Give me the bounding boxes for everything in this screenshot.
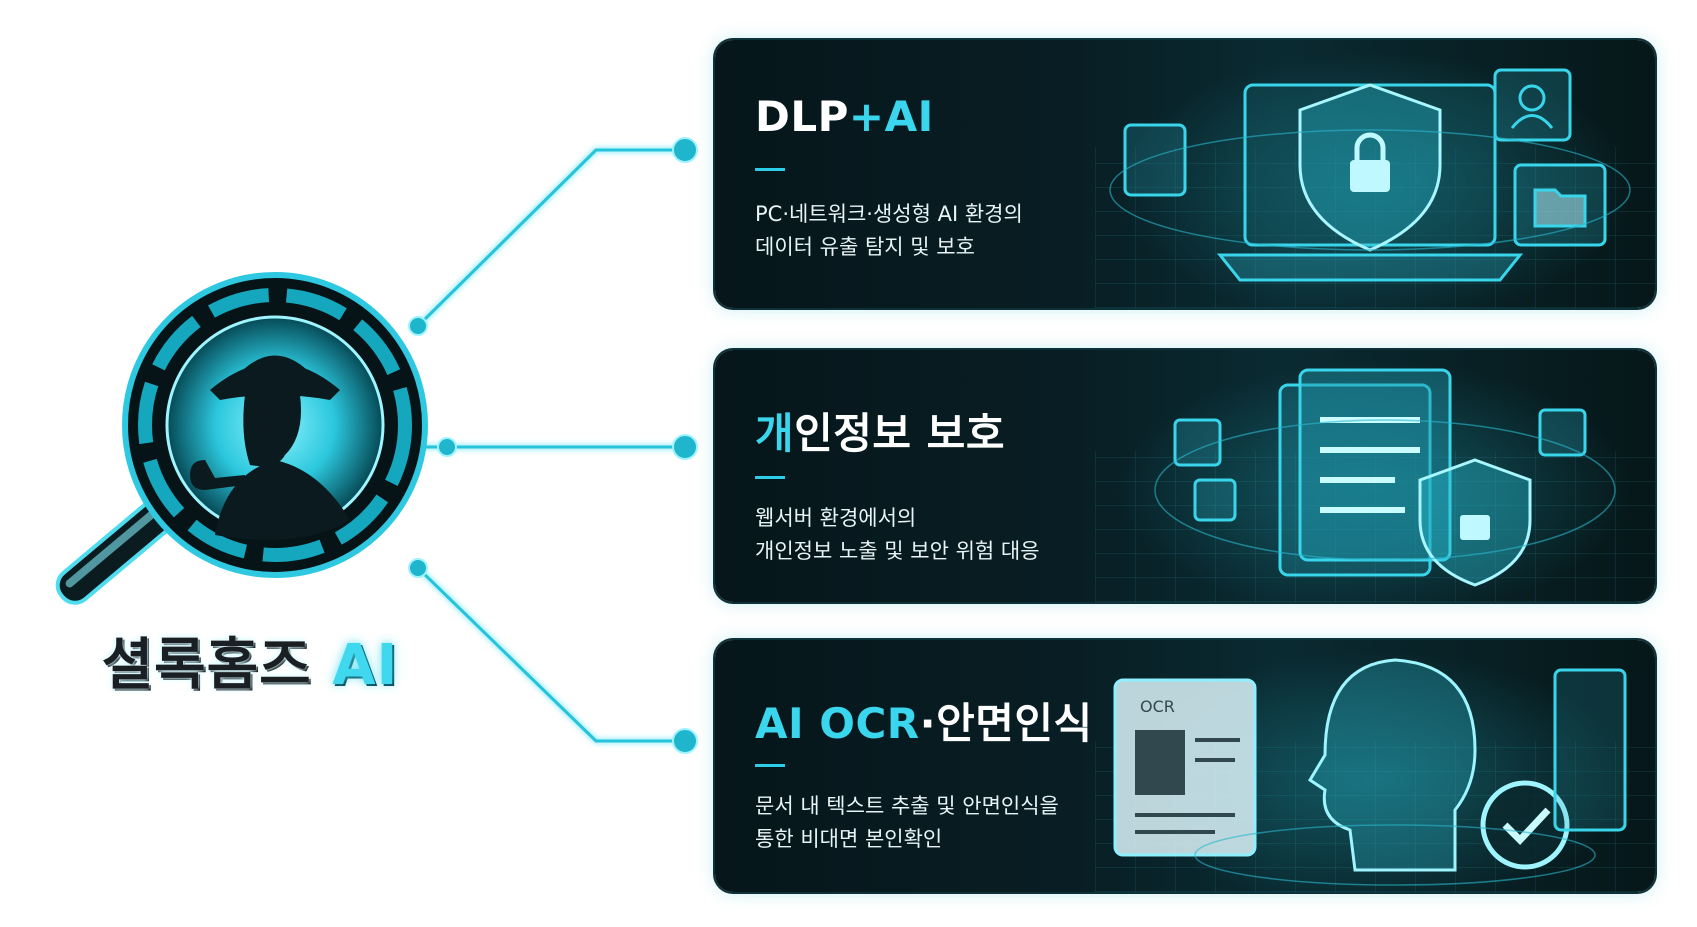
card-privacy: 개인정보 보호 웹서버 환경에서의 개인정보 노출 및 보안 위험 대응 bbox=[715, 350, 1655, 602]
card-ocr-face-desc-line1: 문서 내 텍스트 추출 및 안면인식을 bbox=[755, 794, 1059, 818]
node-top-start bbox=[408, 316, 428, 336]
detective-magnifier-icon bbox=[55, 272, 428, 605]
card-privacy-illustration bbox=[1154, 368, 1616, 587]
card-privacy-title-plain: 인정보 보호 bbox=[794, 409, 1005, 458]
card-privacy-rule bbox=[755, 476, 785, 479]
brand-name-text: 셜록홈즈 bbox=[101, 633, 312, 698]
card-dlp-ai-title-plain: DLP bbox=[755, 92, 849, 141]
card-ocr-face-rule bbox=[755, 764, 785, 767]
node-top-end bbox=[672, 137, 698, 163]
card-dlp-ai-title: DLP+AI bbox=[755, 92, 934, 141]
card-privacy-title: 개인정보 보호 bbox=[755, 400, 1005, 461]
card-dlp-ai-desc-line2: 데이터 유출 탐지 및 보호 bbox=[755, 235, 975, 259]
card-ocr-face-title-plain: ·안면인식 bbox=[919, 699, 1093, 748]
card-dlp-ai-rule bbox=[755, 168, 785, 171]
card-privacy-description: 웹서버 환경에서의 개인정보 노출 및 보안 위험 대응 bbox=[755, 502, 1115, 568]
id-card-label: OCR bbox=[1140, 697, 1175, 716]
node-bottom-start bbox=[408, 558, 428, 578]
connector-top bbox=[416, 148, 685, 328]
connector-bottom bbox=[416, 566, 685, 743]
card-dlp-ai-desc-line1: PC·네트워크·생성형 AI 환경의 bbox=[755, 202, 1023, 226]
card-ocr-face-description: 문서 내 텍스트 추출 및 안면인식을 통한 비대면 본인확인 bbox=[755, 790, 1135, 856]
node-middle-end bbox=[672, 434, 698, 460]
magnifier-logo bbox=[30, 270, 450, 630]
user-icon bbox=[1493, 68, 1572, 142]
card-dlp-ai-description: PC·네트워크·생성형 AI 환경의 데이터 유출 탐지 및 보호 bbox=[755, 198, 1115, 264]
check-circle-icon bbox=[1480, 780, 1570, 870]
brand-name-accent: AI bbox=[332, 633, 399, 698]
node-bottom-end bbox=[672, 728, 698, 754]
card-privacy-desc-line1: 웹서버 환경에서의 bbox=[755, 506, 917, 530]
card-ocr-face-illustration: OCR bbox=[1113, 658, 1627, 886]
card-dlp-ai-title-highlight: +AI bbox=[848, 92, 934, 141]
document-icon bbox=[1123, 123, 1187, 197]
face-scan-icon bbox=[1307, 658, 1477, 872]
card-dlp-ai-illustration bbox=[1109, 68, 1631, 282]
card-ocr-face-title: AI OCR·안면인식 bbox=[755, 690, 1093, 751]
node-middle-start bbox=[437, 437, 457, 457]
card-privacy-desc-line2: 개인정보 노출 및 보안 위험 대응 bbox=[755, 539, 1040, 563]
card-ocr-face: OCR AI OCR·안면인식 문서 내 텍스트 추출 및 안면인식을 통한 비… bbox=[715, 640, 1655, 892]
card-ocr-face-title-highlight: AI OCR bbox=[755, 699, 920, 748]
card-dlp-ai: DLP+AI PC·네트워크·생성형 AI 환경의 데이터 유출 탐지 및 보호 bbox=[715, 40, 1655, 308]
card-ocr-face-desc-line2: 통한 비대면 본인확인 bbox=[755, 827, 943, 851]
user-icon bbox=[1173, 418, 1222, 467]
brand-name: 셜록홈즈 AI bbox=[70, 620, 430, 701]
card-privacy-title-highlight: 개 bbox=[755, 409, 795, 458]
